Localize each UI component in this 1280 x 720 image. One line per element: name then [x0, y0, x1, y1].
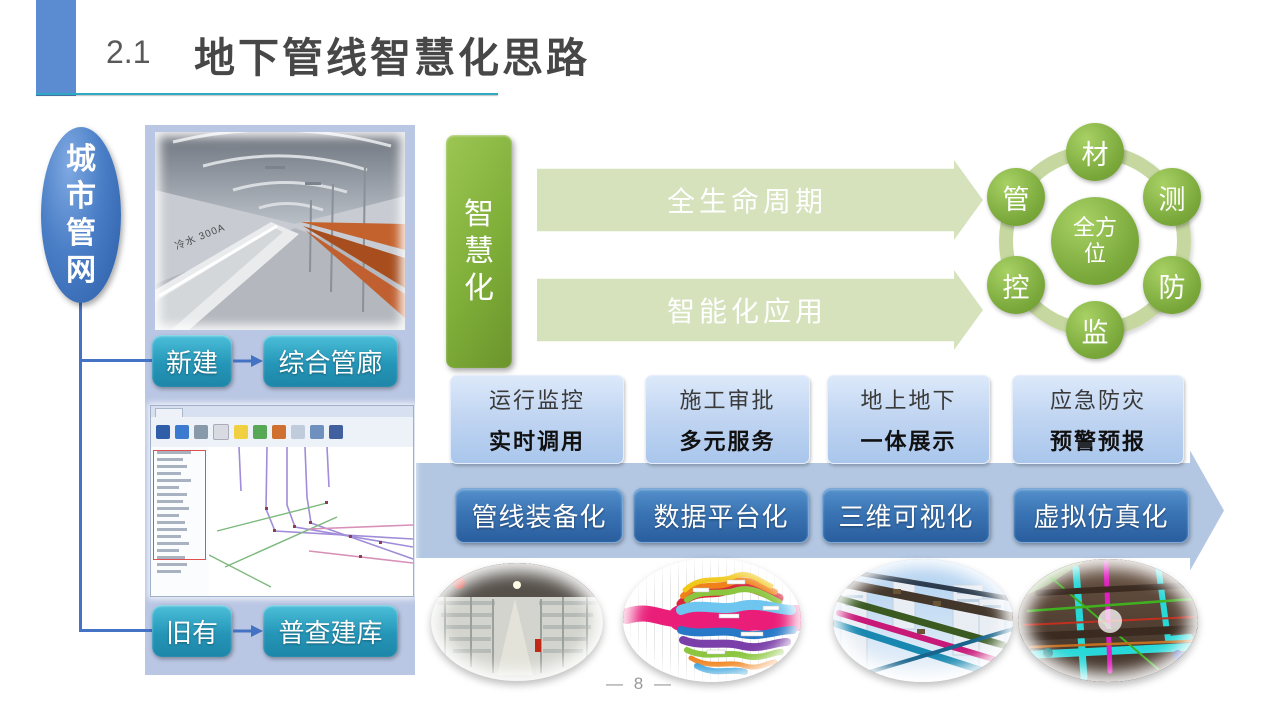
capability-item-simulation: 虚拟仿真化 — [1013, 488, 1189, 543]
utility-tunnel-photo: 冷水 300A — [155, 128, 405, 330]
tunnel-photo-art — [155, 128, 405, 330]
root-node-label: 城市管网 — [66, 142, 96, 288]
app-box-construction: 施工审批 多元服务 — [645, 375, 810, 464]
app-box-title: 应急防灾 — [1049, 388, 1146, 413]
connector-line-new — [79, 359, 155, 362]
cycle-node-control: 控 — [987, 256, 1045, 314]
capability-item-3d: 三维可视化 — [822, 488, 990, 543]
branch-new-button: 新建 — [152, 335, 232, 387]
app-box-emergency: 应急防灾 预警预报 — [1012, 375, 1184, 464]
capability-item-platform: 数据平台化 — [633, 488, 809, 543]
app-box-above-below: 地上地下 一体展示 — [827, 375, 990, 464]
toolbar-icon — [310, 425, 324, 439]
screenshot-map-canvas — [208, 446, 414, 596]
cycle-node-prevent: 防 — [1143, 256, 1201, 314]
page-title: 地下管线智慧化思路 — [194, 35, 590, 81]
gis-software-screenshot — [150, 405, 414, 597]
header-accent-bar — [36, 0, 76, 96]
photo-soft-edge — [155, 132, 405, 330]
app-box-subtitle: 预警预报 — [1049, 429, 1146, 454]
toolbar-icon — [234, 425, 248, 439]
toolbar-icon — [272, 425, 286, 439]
toolbar-icon — [253, 425, 267, 439]
cycle-center-label: 全方位 — [1072, 214, 1117, 266]
cycle-node-monitor: 监 — [1066, 301, 1124, 359]
branch-new-result-button: 综合管廊 — [263, 335, 398, 387]
app-box-subtitle: 实时调用 — [488, 429, 585, 454]
connector-line-old — [79, 629, 155, 632]
flow-arrow-icon — [233, 625, 263, 637]
branch-old-result-button: 普查建库 — [263, 605, 398, 657]
title-underline — [36, 93, 498, 95]
tree-highlight-box — [153, 450, 206, 560]
app-box-subtitle: 一体展示 — [860, 429, 957, 454]
toolbar-icon — [291, 425, 305, 439]
app-box-operation: 运行监控 实时调用 — [450, 375, 624, 464]
flow-arrow-icon — [233, 355, 263, 367]
screenshot-titlebar — [151, 406, 413, 417]
oval-image-3d-pipes — [833, 559, 1013, 682]
section-number: 2.1 — [106, 34, 151, 70]
phase-arrow-lifecycle: 全生命周期 — [537, 160, 983, 240]
toolbar-icon — [194, 425, 208, 439]
oval-image-tunnel-interior — [431, 563, 603, 681]
toolbar-icon — [156, 425, 170, 439]
toolbar-icon — [213, 424, 229, 440]
screenshot-layer-tree — [151, 447, 210, 596]
capability-item-equipment: 管线装备化 — [455, 488, 623, 543]
cycle-node-measure: 测 — [1143, 168, 1201, 226]
cycle-node-manage: 管 — [987, 168, 1045, 226]
connector-line-vertical — [79, 299, 82, 632]
app-box-title: 施工审批 — [679, 388, 776, 413]
app-box-title: 地上地下 — [860, 388, 957, 413]
cycle-center-node: 全方位 — [1051, 197, 1139, 285]
cycle-node-material: 材 — [1066, 123, 1124, 181]
oval-image-virtual-simulation — [1018, 559, 1198, 682]
app-box-title: 运行监控 — [488, 388, 585, 413]
screenshot-toolbar — [151, 417, 413, 448]
oval-image-streamgraph — [623, 558, 801, 682]
smart-box: 智慧化 — [446, 135, 512, 368]
smart-box-label: 智慧化 — [464, 197, 494, 306]
toolbar-icon — [329, 425, 343, 439]
toolbar-icon — [175, 425, 189, 439]
root-node-city-network: 城市管网 — [41, 127, 121, 303]
page-number: — 8 — — [606, 674, 674, 693]
app-box-subtitle: 多元服务 — [679, 429, 776, 454]
branch-old-button: 旧有 — [152, 605, 232, 657]
phase-arrow-application: 智能化应用 — [537, 270, 983, 350]
